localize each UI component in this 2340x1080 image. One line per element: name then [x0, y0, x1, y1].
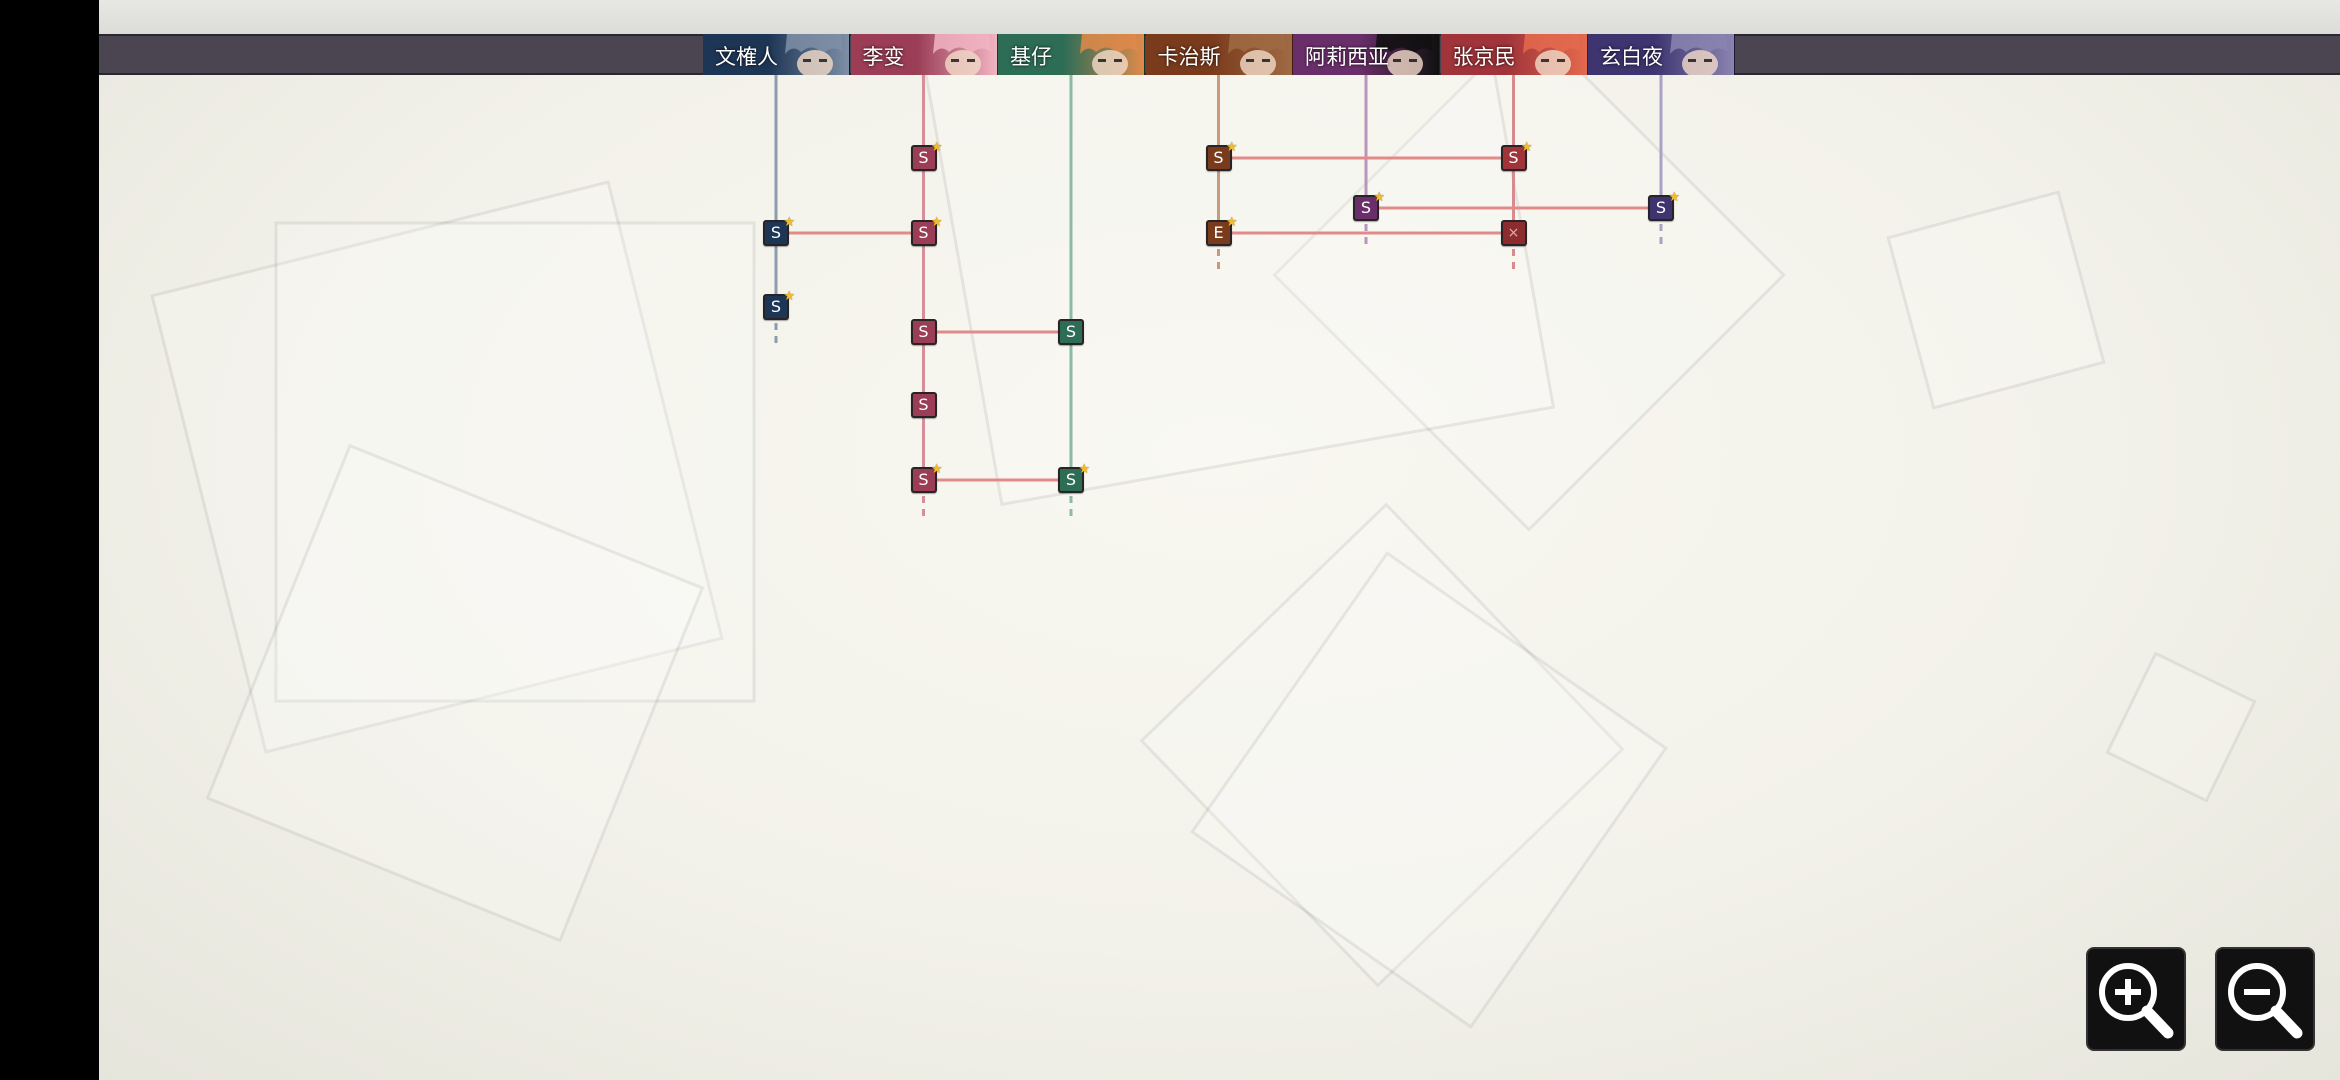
node-label: S — [918, 470, 929, 489]
star-icon: ★ — [1225, 215, 1238, 230]
star-icon: ★ — [1373, 190, 1385, 205]
star-icon: ★ — [783, 289, 795, 304]
node-label: S — [918, 223, 929, 242]
star-icon: ★ — [1520, 140, 1533, 155]
character-portrait-icon — [1670, 34, 1728, 75]
character-name: 阿莉西亚 — [1305, 45, 1389, 69]
character-tab-1[interactable]: 文榷人 — [703, 34, 850, 75]
node-label: E — [1213, 223, 1224, 242]
character-tab-6[interactable]: 张京民 — [1440, 34, 1588, 75]
node-label: S — [1508, 148, 1519, 167]
story-node[interactable]: E★ — [1205, 215, 1238, 246]
star-icon: ★ — [930, 462, 943, 477]
character-name: 卡治斯 — [1157, 45, 1221, 69]
character-tab-2[interactable]: 李变 — [850, 34, 998, 75]
story-node[interactable]: S★ — [910, 215, 943, 246]
decor-square — [274, 221, 756, 703]
story-node[interactable]: S — [910, 319, 937, 345]
story-node[interactable]: S★ — [1500, 140, 1533, 171]
story-node[interactable]: S★ — [910, 462, 943, 493]
top-strip — [99, 0, 2340, 34]
decor-square — [1886, 190, 2106, 410]
story-node[interactable]: S — [910, 392, 937, 418]
node-label: S — [1360, 198, 1372, 217]
zoom-in-button[interactable] — [2086, 947, 2186, 1051]
node-label: S — [1655, 198, 1667, 217]
decor-square — [150, 180, 724, 754]
story-node[interactable]: S★ — [1353, 190, 1385, 221]
decor-square — [1272, 18, 1786, 532]
node-label: S — [918, 148, 929, 167]
character-portrait-icon — [1227, 34, 1286, 75]
story-node[interactable]: S★ — [1058, 462, 1090, 493]
zoom-in-icon — [2099, 963, 2174, 1039]
node-label: S — [770, 297, 782, 316]
star-icon: ★ — [930, 215, 943, 230]
character-portrait-icon — [1375, 34, 1433, 75]
character-tab-4[interactable]: 卡治斯 — [1145, 34, 1293, 75]
character-portrait-icon — [1522, 34, 1581, 75]
node-label: S — [918, 395, 929, 414]
character-tab-5[interactable]: 阿莉西亚 — [1293, 34, 1440, 75]
star-icon: ★ — [1225, 140, 1238, 155]
node-label: S — [1065, 322, 1077, 341]
node-label: S — [1065, 470, 1077, 489]
zoom-out-icon — [2228, 963, 2303, 1039]
locked-story-node[interactable]: × — [1500, 220, 1527, 246]
decor-square — [1190, 551, 1668, 1029]
node-label: S — [1213, 148, 1224, 167]
star-icon: ★ — [783, 215, 795, 230]
node-label: × — [1507, 225, 1520, 241]
story-node[interactable]: S★ — [1648, 190, 1680, 221]
character-name: 基仔 — [1010, 45, 1052, 69]
story-node[interactable]: S★ — [910, 140, 943, 171]
star-icon: ★ — [1668, 190, 1680, 205]
decor-square — [1139, 502, 1625, 988]
character-name: 文榷人 — [715, 45, 778, 69]
story-node[interactable]: S★ — [1205, 140, 1238, 171]
story-node[interactable]: S★ — [763, 289, 795, 320]
star-icon: ★ — [1078, 462, 1090, 477]
character-name: 李变 — [862, 45, 905, 69]
decor-square — [2105, 651, 2257, 803]
character-portrait-icon — [932, 34, 991, 75]
star-icon: ★ — [930, 140, 943, 155]
story-node[interactable]: S — [1058, 319, 1084, 345]
character-tab-3[interactable]: 基仔 — [998, 34, 1145, 75]
character-portrait-icon — [1080, 34, 1138, 75]
decor-square — [205, 443, 705, 943]
character-name: 张京民 — [1452, 45, 1516, 69]
node-label: S — [770, 223, 782, 242]
node-label: S — [918, 322, 929, 341]
character-name: 玄白夜 — [1600, 45, 1663, 69]
character-portrait-icon — [785, 34, 843, 75]
character-tab-7[interactable]: 玄白夜 — [1588, 34, 1735, 75]
story-node[interactable]: S★ — [763, 215, 795, 246]
zoom-out-button[interactable] — [2215, 947, 2315, 1051]
